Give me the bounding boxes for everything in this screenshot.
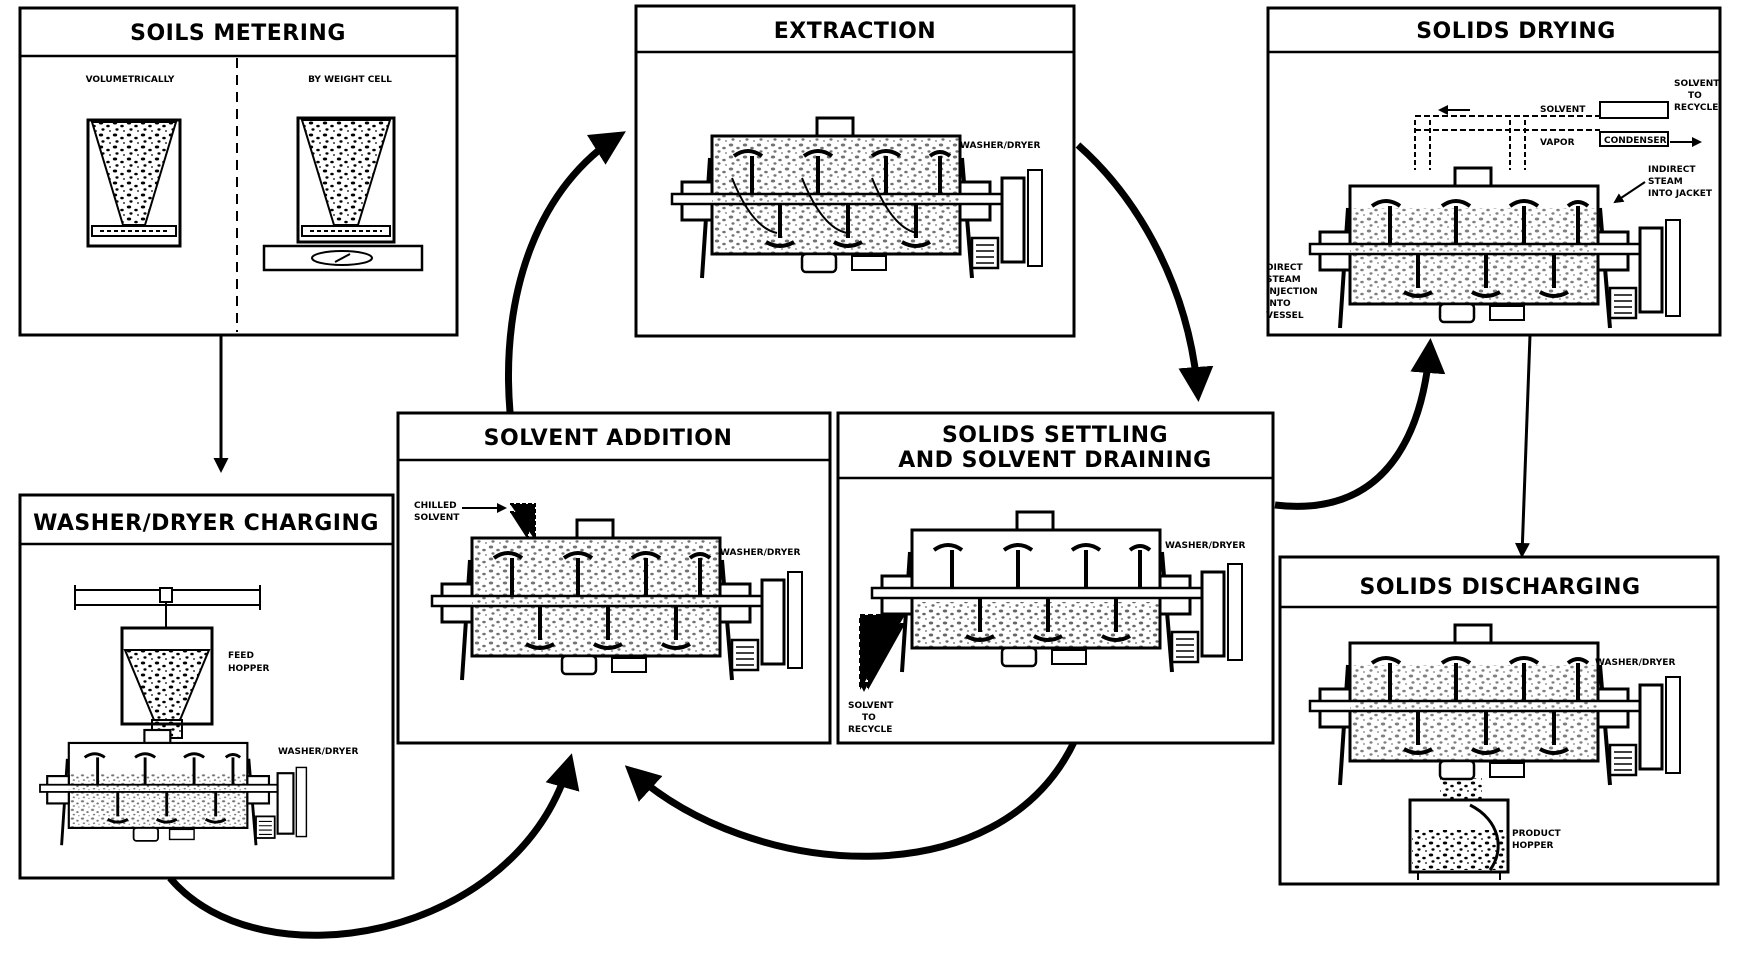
- charging-feed-hopper-1: FEED: [228, 651, 254, 661]
- discharging-product-hopper-1: PRODUCT: [1512, 829, 1562, 839]
- panel-washer-dryer-charging: WASHER/DRYER CHARGING FEED HOPPER WASHER…: [20, 495, 393, 878]
- settling-title-2: AND SOLVENT DRAINING: [898, 448, 1212, 473]
- discharging-product-hopper-2: HOPPER: [1512, 841, 1554, 851]
- drying-condenser-label: CONDENSER: [1604, 136, 1667, 146]
- charging-feed-hopper-2: HOPPER: [228, 664, 270, 674]
- settling-solvent-to-recycle-1: SOLVENT: [848, 701, 894, 711]
- drying-vapor-label: VAPOR: [1540, 138, 1575, 148]
- extraction-title: EXTRACTION: [774, 19, 936, 44]
- panel-solvent-addition: SOLVENT ADDITION CHILLED SOLVENT WASHER/…: [398, 413, 830, 743]
- settling-washer-dryer-label: WASHER/DRYER: [1165, 541, 1245, 551]
- charging-title: WASHER/DRYER CHARGING: [33, 511, 379, 536]
- panel-solids-drying: SOLIDS DRYING CONDENSER SOLVENT VAPOR SO…: [1266, 8, 1720, 335]
- arrow-settling-to-drying: [1275, 345, 1430, 506]
- drying-indirect-steam-1: INDIRECT: [1648, 165, 1696, 175]
- drying-solvent-label: SOLVENT: [1540, 105, 1586, 115]
- panel-solids-settling: SOLIDS SETTLING AND SOLVENT DRAINING WAS…: [838, 413, 1273, 743]
- addition-washer-dryer-label: WASHER/DRYER: [720, 548, 800, 558]
- settling-solvent-to-recycle-2: TO: [862, 713, 876, 723]
- volumetric-hopper: [88, 120, 180, 246]
- panel-extraction: EXTRACTION WASHER/DRYER: [636, 6, 1074, 336]
- addition-chilled-1: CHILLED: [414, 501, 457, 511]
- extraction-washer-dryer-label: WASHER/DRYER: [960, 141, 1040, 151]
- arrow-addition-to-extraction: [508, 135, 620, 412]
- drying-indirect-steam-3: INTO JACKET: [1648, 189, 1713, 199]
- discharging-washer-dryer-label: WASHER/DRYER: [1595, 658, 1675, 668]
- arrow-settling-to-addition: [630, 740, 1075, 856]
- drying-direct-steam-4: INTO: [1266, 299, 1291, 309]
- charging-washer-dryer-label: WASHER/DRYER: [278, 747, 358, 757]
- addition-chilled-2: SOLVENT: [414, 513, 460, 523]
- drying-direct-steam-5: VESSEL: [1266, 311, 1304, 321]
- drying-direct-steam-3: INJECTION: [1266, 287, 1318, 297]
- solvent-addition-title: SOLVENT ADDITION: [484, 426, 733, 451]
- label-by-weight-cell: BY WEIGHT CELL: [308, 75, 392, 85]
- drying-direct-steam-1: DIRECT: [1266, 263, 1304, 273]
- discharging-title: SOLIDS DISCHARGING: [1359, 575, 1640, 600]
- label-volumetrically: VOLUMETRICALLY: [86, 75, 175, 85]
- arrow-extraction-to-settling: [1078, 145, 1198, 395]
- panel-solids-discharging: SOLIDS DISCHARGING WASHER/DRYER PRODUCT …: [1280, 557, 1718, 884]
- soils-metering-title: SOILS METERING: [130, 21, 346, 46]
- drying-solvent-to-recycle-2: TO: [1688, 91, 1702, 101]
- drying-solvent-to-recycle-3: RECYCLE: [1674, 103, 1718, 113]
- drying-solvent-to-recycle-1: SOLVENT: [1674, 79, 1720, 89]
- panel-soils-metering: SOILS METERING VOLUMETRICALLY BY WEIGHT …: [20, 8, 457, 335]
- arrow-drying-to-discharging: [1522, 335, 1530, 555]
- drying-direct-steam-2: STEAM: [1266, 275, 1301, 285]
- settling-title-1: SOLIDS SETTLING: [942, 423, 1168, 448]
- settling-solvent-to-recycle-3: RECYCLE: [848, 725, 892, 735]
- solids-drying-title: SOLIDS DRYING: [1416, 19, 1616, 44]
- drying-indirect-steam-2: STEAM: [1648, 177, 1683, 187]
